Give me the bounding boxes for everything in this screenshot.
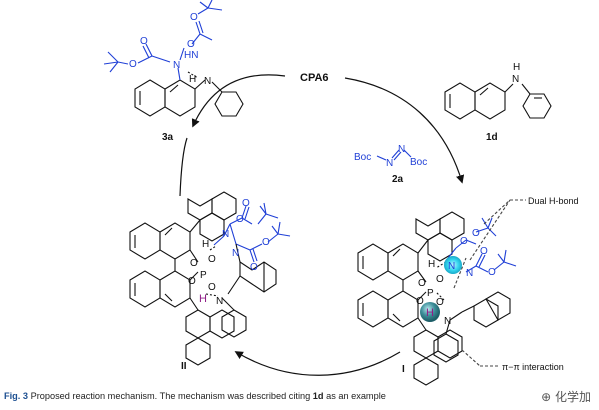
intermediate-II-atoms: H N N O O O O O O P O O H N II [181, 198, 270, 372]
atom-O: O [208, 282, 216, 293]
label-2a: 2a [392, 174, 404, 185]
atom-P: P [200, 270, 207, 281]
arrow-II-to-start [179, 137, 188, 197]
atom-O: O [418, 278, 426, 289]
boc-right-label: Boc [410, 157, 427, 168]
intermediate-I-atoms: H N N O O O O O O P O O H N I Dual H-bon… [402, 196, 579, 375]
atom-HN: HN [184, 50, 198, 61]
intermediate-II-structure [129, 191, 291, 366]
atom-O: O [436, 297, 444, 308]
product-3a-structure [103, 0, 244, 117]
atom-N: N [512, 74, 519, 85]
atom-N: N [386, 158, 393, 169]
atom-N: N [398, 144, 405, 155]
atom-H: H [513, 62, 520, 73]
label-1d: 1d [486, 132, 498, 143]
figure-caption: Fig. 3 Proposed reaction mechanism. The … [4, 391, 386, 401]
atom-N: N [173, 60, 180, 71]
label-CPA6: CPA6 [300, 72, 329, 84]
label-II: II [181, 361, 187, 372]
caption-text-2: as an example [323, 391, 386, 401]
intermediate-I-structure [357, 199, 526, 386]
compound-2a-structure: Boc N N Boc 2a [354, 144, 427, 185]
arrow-to-product [191, 74, 286, 128]
atom-O: O [472, 228, 480, 239]
caption-compound: 1d [312, 391, 324, 401]
atom-H-purple: H [426, 307, 434, 319]
figure-label: Fig. 3 [4, 391, 28, 401]
atom-O: O [188, 276, 196, 287]
cycle-arrows [179, 74, 465, 376]
atom-O: O [416, 296, 424, 307]
atom-O: O [242, 198, 250, 209]
atom-O: O [208, 254, 216, 265]
atom-O: O [436, 274, 444, 285]
label-I: I [402, 364, 405, 375]
atom-N: N [448, 261, 455, 272]
compound-1d-structure [444, 82, 552, 120]
atom-H: H [189, 74, 196, 85]
watermark-text: 化学加 [554, 390, 591, 404]
atom-H: H [428, 259, 435, 270]
watermark: ⊕ 化学加 [541, 390, 591, 404]
atom-O: O [250, 262, 258, 273]
label-pi-pi: π−π interaction [502, 362, 564, 372]
atom-N: N [204, 76, 211, 87]
atom-N: N [222, 229, 229, 240]
highlight-N-cyan [444, 256, 462, 274]
atom-O: O [262, 237, 270, 248]
atom-H-purple: H [199, 293, 207, 305]
atom-O: O [129, 59, 137, 70]
atom-P: P [427, 288, 434, 299]
atom-O: O [460, 236, 468, 247]
caption-text-1: Proposed reaction mechanism. The mechani… [30, 391, 313, 401]
atom-O: O [187, 39, 195, 50]
label-3a: 3a [162, 132, 174, 143]
label-dual-hbond: Dual H-bond [528, 196, 579, 206]
atom-N: N [232, 248, 239, 259]
arrow-I-to-II [234, 351, 401, 376]
atom-N: N [444, 316, 451, 327]
atom-H: H [202, 239, 209, 250]
product-3a-atoms: N HN O O O O H N 3a [129, 12, 211, 143]
atom-O: O [140, 36, 148, 47]
atom-O: O [480, 246, 488, 257]
atom-O: O [190, 12, 198, 23]
atom-O: O [190, 258, 198, 269]
boc-left-label: Boc [354, 152, 371, 163]
highlight-H-teal [420, 302, 440, 322]
atom-O: O [488, 267, 496, 278]
atom-O: O [236, 214, 244, 225]
atom-N: N [466, 268, 473, 279]
atom-N: N [216, 296, 223, 307]
arrow-cpa-to-I [344, 77, 465, 184]
